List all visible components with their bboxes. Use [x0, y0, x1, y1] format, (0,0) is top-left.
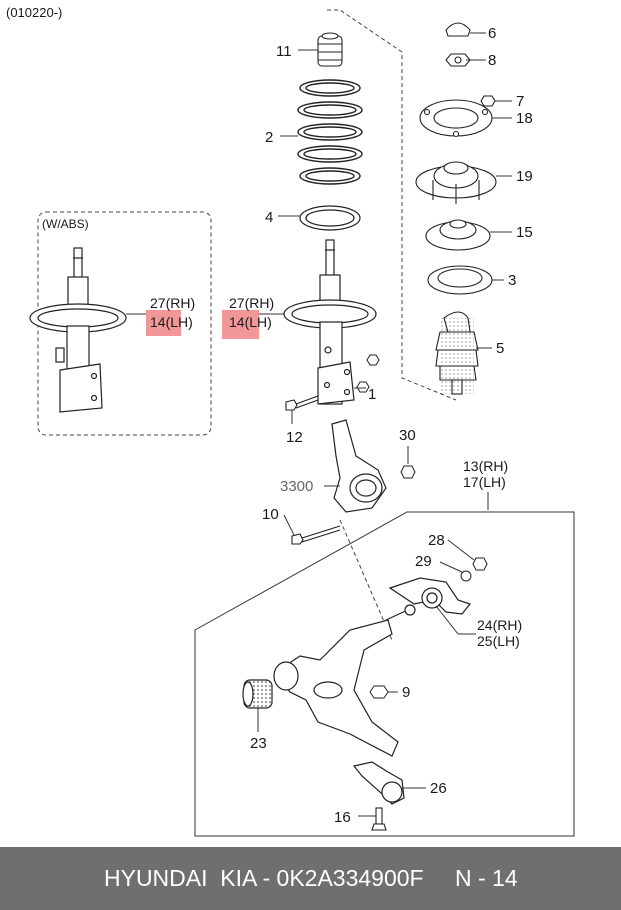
callout-bush-rh: 24(RH) [477, 617, 522, 633]
strut-nuts [356, 354, 380, 393]
spring-seat [299, 205, 361, 231]
ball-joint-nut [369, 685, 389, 699]
callout-arm-rh: 13(RH) [463, 458, 508, 474]
footer-page-number: N - 14 [455, 865, 518, 891]
upper-mount-plate [419, 95, 496, 138]
callout-5: 5 [496, 340, 504, 357]
front-bushing [242, 679, 273, 709]
dust-cap [445, 22, 471, 37]
callout-7: 7 [516, 93, 524, 110]
callout-strut-rh: 27(RH) [229, 295, 274, 311]
footer-bar: HYUNDAI KIA - 0K2A334900F N - 14 [0, 847, 621, 910]
callout-15: 15 [516, 224, 533, 241]
ball-joint [352, 761, 405, 805]
knuckle-dashed-line [339, 519, 393, 641]
callout-19: 19 [516, 168, 533, 185]
assembly-dashed-line [327, 9, 457, 401]
upper-spring-seat [425, 219, 491, 251]
knuckle-nut [400, 465, 416, 479]
callout-3: 3 [508, 272, 516, 289]
callout-8: 8 [488, 52, 496, 69]
ref-3300: 3300 [280, 478, 313, 495]
abs-label: (W/ABS) [42, 217, 89, 231]
coil-spring [297, 79, 363, 185]
callout-11: 11 [276, 43, 292, 60]
lower-control-arm [273, 604, 416, 757]
knuckle-bolt [291, 525, 341, 545]
callout-4: 4 [265, 209, 273, 226]
callout-16: 16 [334, 809, 351, 826]
callout-abs-strut-lh: 14(LH) [150, 314, 193, 330]
callout-arm-lh: 17(LH) [463, 474, 506, 490]
ball-joint-bolt [371, 807, 387, 831]
callout-abs-strut-rh: 27(RH) [150, 295, 195, 311]
leader-lines [126, 32, 512, 817]
callout-strut-lh: 14(LH) [229, 314, 272, 330]
dust-boot [435, 311, 479, 395]
callout-6: 6 [488, 25, 496, 42]
callout-10: 10 [262, 506, 279, 523]
callout-bush-lh: 25(LH) [477, 633, 520, 649]
callout-18: 18 [516, 110, 533, 127]
callout-26: 26 [430, 780, 447, 797]
abs-shock-absorber-strut [29, 247, 127, 413]
lock-nut [445, 53, 471, 67]
callout-1: 1 [368, 386, 376, 403]
callout-28: 28 [428, 532, 445, 549]
highlight-main-lh [222, 310, 259, 339]
footer-part-number: HYUNDAI KIA - 0K2A334900F [104, 865, 424, 891]
spring-pad [427, 265, 493, 295]
callout-2: 2 [265, 129, 273, 146]
arm-nuts [460, 557, 488, 582]
strut-bolt [285, 395, 319, 411]
lower-arm-box [194, 511, 575, 837]
bump-stopper [317, 32, 343, 67]
highlight-abs-lh [146, 310, 181, 336]
shock-absorber-strut [283, 239, 377, 405]
rear-bushing [388, 577, 472, 615]
callout-30: 30 [399, 427, 416, 444]
steering-knuckle [331, 419, 387, 513]
callout-29: 29 [415, 553, 432, 570]
callout-23: 23 [250, 735, 267, 752]
diagram-code: (010220-) [6, 5, 62, 20]
callout-9: 9 [402, 684, 410, 701]
callout-12: 12 [286, 429, 303, 446]
strut-mount-insulator [415, 161, 497, 204]
